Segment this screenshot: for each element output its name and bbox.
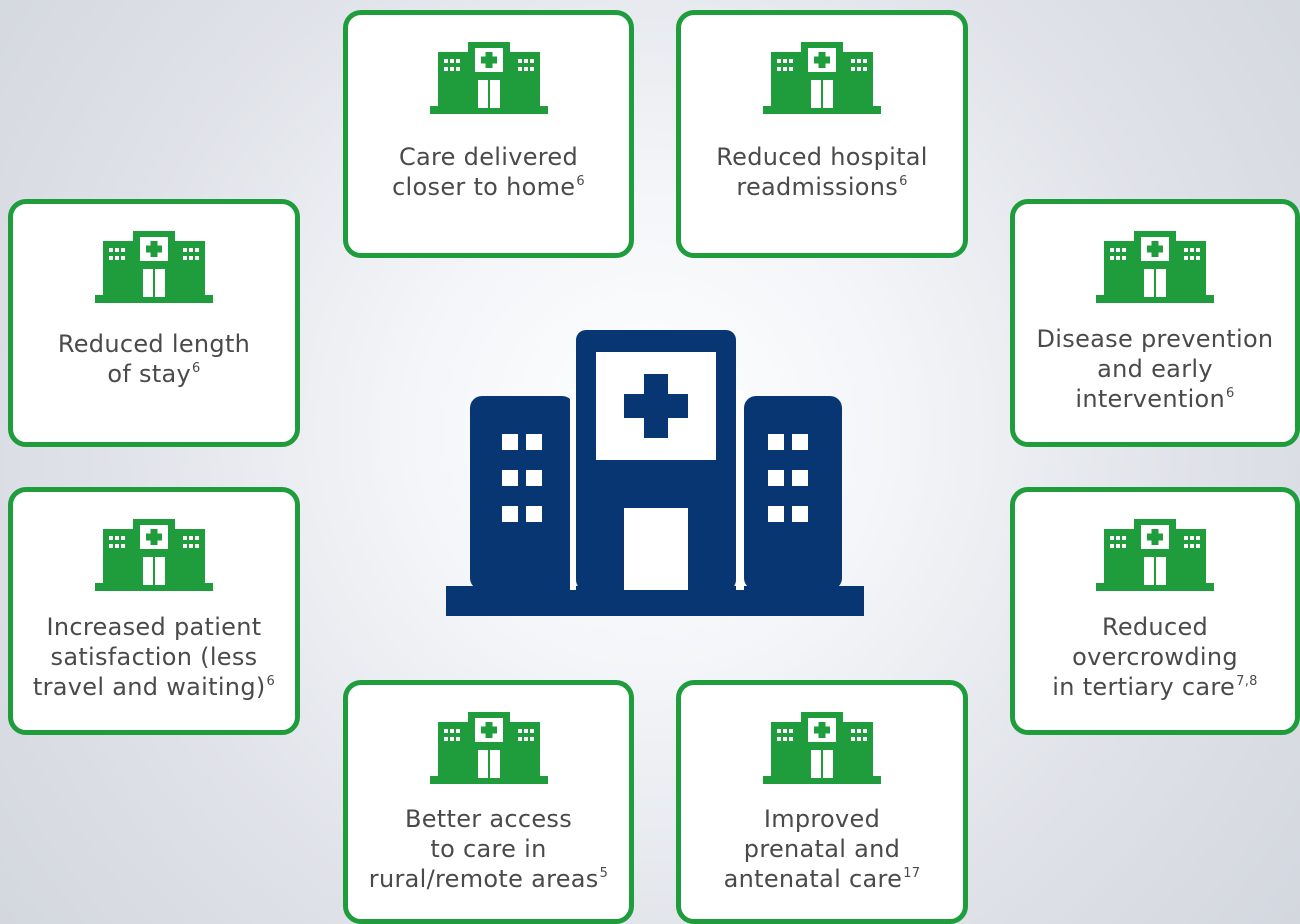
benefit-label-line: Care delivered — [398, 143, 579, 171]
benefit-card-reduced-length-of-stay: Reduced length of stay6 — [8, 199, 300, 447]
reference-number: 5 — [599, 866, 609, 881]
benefit-label: Disease prevention and early interventio… — [1023, 324, 1287, 419]
benefit-card-disease-prevention: Disease prevention and early interventio… — [1010, 199, 1300, 447]
hospital-icon — [95, 519, 213, 591]
benefit-label: Reduced hospital readmissions6 — [689, 142, 955, 207]
benefit-label-line: travel and waiting) — [32, 673, 266, 701]
hospital-icon — [1096, 519, 1214, 591]
benefit-label: Reduced overcrowding in tertiary care7,8 — [1023, 612, 1287, 707]
reference-number: 6 — [1226, 386, 1235, 401]
benefit-card-prenatal-care: Improved prenatal and antenatal care17 — [676, 680, 968, 924]
benefit-card-patient-satisfaction: Increased patient satisfaction (less tra… — [8, 487, 300, 735]
reference-number: 6 — [192, 361, 201, 376]
reference-number: 6 — [899, 174, 908, 189]
benefit-label-line: Increased patient — [46, 613, 262, 641]
benefit-label-line: satisfaction (less — [50, 643, 258, 671]
benefit-label-line: to care in — [430, 835, 547, 863]
benefit-label-line: in tertiary care — [1052, 673, 1236, 701]
reference-number: 17 — [903, 866, 921, 881]
benefit-label-line: Improved — [763, 805, 881, 833]
benefit-label-line: intervention — [1075, 385, 1226, 413]
hospital-icon — [1096, 231, 1214, 303]
benefit-label-line: readmissions — [736, 173, 899, 201]
benefit-label-line: of stay — [107, 360, 192, 388]
hospital-icon — [429, 712, 548, 784]
benefit-label-line: antenatal care — [723, 865, 903, 893]
benefit-label: Better access to care in rural/remote ar… — [356, 804, 621, 899]
benefit-label-line: prenatal and — [743, 835, 901, 863]
benefit-label-line: Reduced length — [57, 330, 251, 358]
hospital-icon — [429, 42, 548, 114]
hospital-icon — [763, 42, 881, 114]
benefit-label-line: Better access — [404, 805, 573, 833]
benefit-label-line: rural/remote areas — [368, 865, 599, 893]
reference-number: 6 — [266, 674, 276, 689]
benefit-label-line: Disease prevention — [1036, 325, 1274, 353]
benefit-label: Improved prenatal and antenatal care17 — [689, 804, 955, 899]
benefit-label-line: Reduced hospital — [716, 143, 928, 171]
hospital-icon — [763, 712, 881, 784]
benefit-label-line: and early — [1097, 355, 1213, 383]
benefit-label: Increased patient satisfaction (less tra… — [21, 612, 287, 707]
hospital-icon — [95, 231, 213, 303]
benefit-label-line: Reduced — [1101, 613, 1209, 641]
reference-number: 6 — [576, 174, 585, 189]
benefit-label: Care delivered closer to home6 — [356, 142, 621, 207]
benefit-card-reduced-overcrowding: Reduced overcrowding in tertiary care7,8 — [1010, 487, 1300, 735]
benefit-label-line: closer to home — [392, 173, 576, 201]
hospital-building-icon — [446, 330, 864, 616]
benefit-card-better-access: Better access to care in rural/remote ar… — [343, 680, 634, 924]
benefit-label-line: overcrowding — [1072, 643, 1238, 671]
benefit-card-care-closer-home: Care delivered closer to home6 — [343, 10, 634, 258]
benefit-label: Reduced length of stay6 — [21, 329, 287, 394]
reference-number: 7,8 — [1236, 674, 1258, 689]
benefit-card-reduced-readmissions: Reduced hospital readmissions6 — [676, 10, 968, 258]
